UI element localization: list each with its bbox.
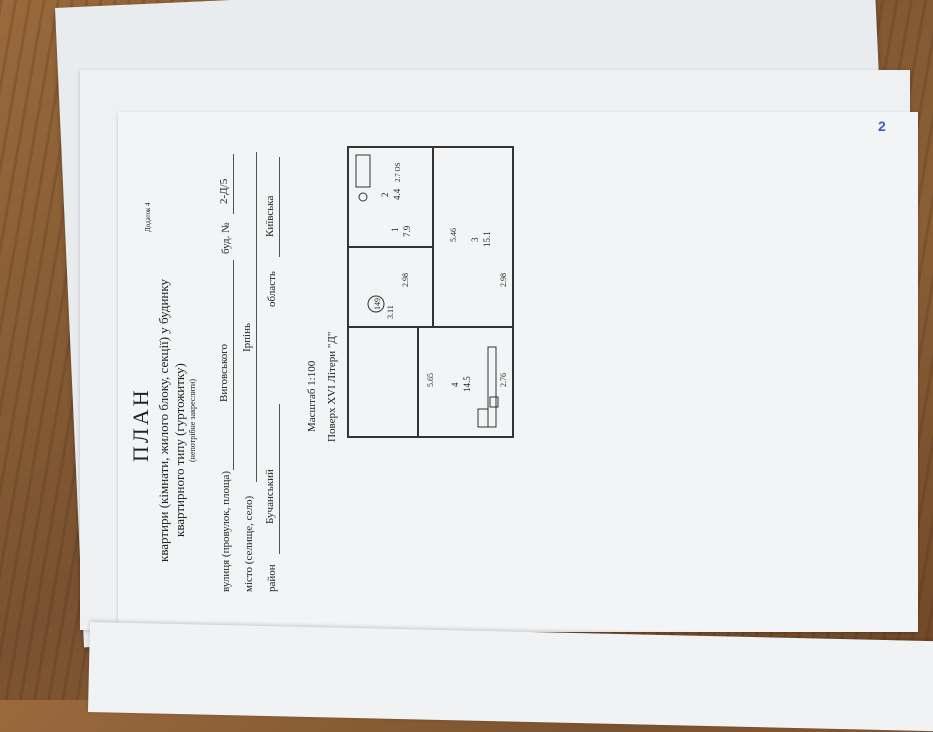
room-4-area: 14.5 (462, 376, 472, 392)
city-value: Ірпінь (241, 322, 253, 352)
dimension-2: 2.98 (401, 273, 410, 287)
dimension-3: 3.11 (386, 305, 395, 319)
dimension-5: 5.65 (426, 373, 435, 387)
subtitle-note: (непотрібне закреслити) (188, 378, 197, 462)
room-2-number: 2 (380, 193, 390, 198)
room-1-area: 7.9 (402, 225, 412, 237)
document-page (118, 112, 918, 632)
floor-plan: 149 1 7.9 2 4.4 3 15.1 4 14.5 2.7 ОЅ 5.4… (347, 146, 514, 438)
room-2-area: 4.4 (392, 188, 402, 200)
room-3-area: 15.1 (482, 231, 492, 247)
district-value: Бучанський (264, 469, 276, 524)
handwritten-page-number: 2 (878, 118, 886, 134)
room-4-number: 4 (450, 382, 460, 387)
region-value: Київська (264, 195, 276, 237)
region-label: область (266, 271, 278, 307)
apartment-number: 149 (373, 298, 382, 310)
building-value: 2-Д/5 (218, 178, 230, 204)
subtitle-line-2: квартирного типу (гуртожитку) (172, 363, 187, 537)
document-content: Додаток 4 ПЛАН квартири (кімнати, жилого… (118, 112, 918, 632)
district-label: район (266, 564, 278, 592)
building-label: буд. № (220, 222, 232, 254)
dimension-6: 2.76 (499, 373, 508, 387)
annex-label: Додаток 4 (144, 202, 152, 232)
scale-label: Масштаб 1:100 (306, 360, 318, 432)
city-label: місто (селище, село) (243, 495, 255, 592)
street-value: Виговського (218, 343, 230, 402)
room-3-number: 3 (470, 237, 480, 242)
subtitle-line-1: квартири (кімнати, жилого блоку, секції)… (156, 278, 171, 562)
dimension-4: 2.98 (499, 273, 508, 287)
room-1-number: 1 (390, 228, 400, 233)
extra-label: 2.7 ОЅ (394, 162, 402, 182)
document-title: ПЛАН (128, 387, 153, 462)
dimension-1: 5.46 (449, 228, 458, 242)
paper-sheet-bottom (87, 622, 933, 732)
street-label: вулиця (провулок, площа) (220, 470, 232, 592)
floor-label: Поверх XVI Літери "Д" (326, 331, 338, 442)
